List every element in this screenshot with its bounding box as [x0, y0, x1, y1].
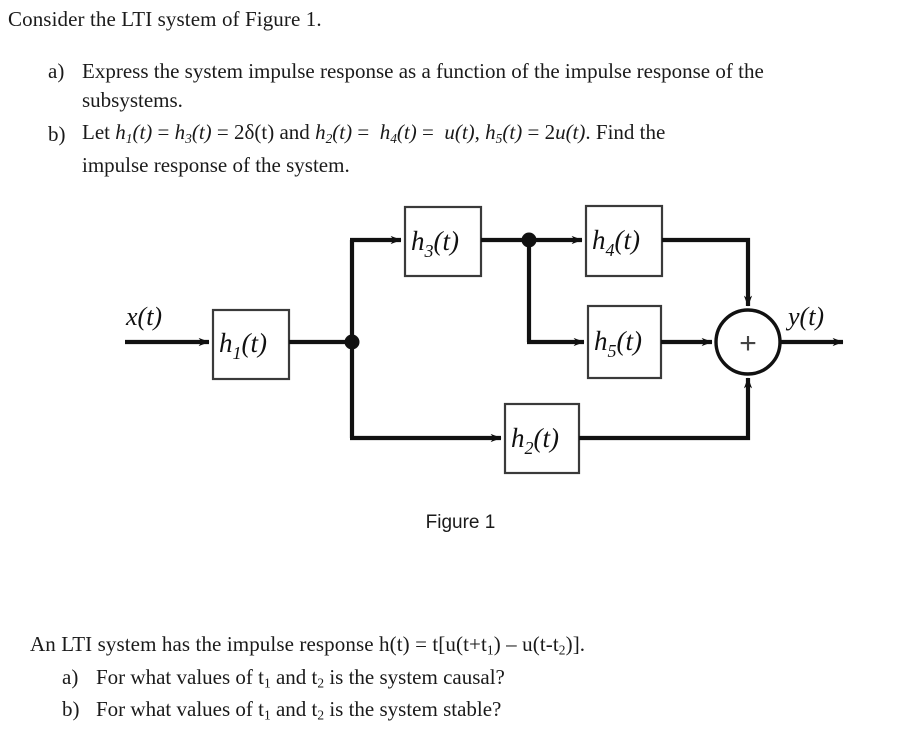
bottom-prompt-prefix: An LTI system has the impulse response h… — [30, 632, 487, 656]
eq-find-the: . Find the — [585, 120, 666, 144]
eq-equals-1: = — [152, 120, 175, 144]
question-b-bottom: For what values of t1 and t2 is the syst… — [96, 697, 501, 723]
list-marker-a-bottom: a) — [62, 665, 79, 689]
block-h2-label: h2(t) — [511, 423, 559, 458]
eq-h1-arg: (t) — [132, 120, 153, 144]
block-h5-label: h5(t) — [594, 326, 642, 361]
bottom-prompt-line: An LTI system has the impulse response h… — [30, 632, 585, 658]
block-h2 — [503, 402, 581, 475]
bottom-prompt-suffix: )]. — [565, 632, 586, 656]
list-marker-b-top: b) — [48, 122, 66, 146]
qa-sub-2: 2 — [317, 675, 325, 691]
block-h1 — [211, 308, 291, 381]
eq-h2-arg: (t) — [332, 120, 353, 144]
bottom-prompt-sub-1: 1 — [486, 642, 494, 658]
qa-sub-1: 1 — [263, 675, 271, 691]
qa-suffix: is the system causal? — [324, 665, 505, 689]
block-h3 — [403, 205, 483, 278]
question-a-top-line1: Express the system impulse response as a… — [82, 59, 764, 83]
eq-equals-3: = — [352, 120, 375, 144]
question-a-bottom: For what values of t1 and t2 is the syst… — [96, 665, 505, 691]
list-marker-b-bottom: b) — [62, 697, 80, 721]
question-a-top-line2: subsystems. — [82, 88, 183, 112]
input-signal-label: x(t) — [125, 302, 162, 331]
block-h3-label: h3(t) — [411, 226, 459, 261]
eq-two-u-of-t: 2u(t) — [544, 120, 586, 144]
block-h4-label: h4(t) — [592, 225, 640, 260]
eq-let: Let — [82, 120, 116, 144]
eq-h4: h4 — [379, 120, 397, 146]
eq-h5: h5 — [485, 120, 503, 146]
eq-equals-4: = — [416, 120, 440, 144]
eq-h3: h3 — [174, 120, 192, 146]
qb-sub-1: 1 — [263, 707, 271, 723]
block-diagram-figure-1: x(t) h1(t) h3(t) h4(t) h5(t) h2(t) + y(t… — [125, 204, 844, 475]
qb-suffix: is the system stable? — [324, 697, 502, 721]
eq-comma: , — [474, 120, 486, 144]
qa-mid: and t — [270, 665, 318, 689]
block-h1-label: h1(t) — [219, 328, 267, 363]
plus-icon: + — [739, 327, 757, 360]
bottom-prompt-mid: ) – u(t-t — [493, 632, 559, 656]
eq-h4-arg: (t) — [396, 120, 417, 144]
list-marker-a-top: a) — [48, 59, 65, 83]
eq-h1: h1 — [115, 120, 133, 146]
output-signal-label: y(t) — [785, 302, 824, 331]
figure-caption: Figure 1 — [425, 512, 496, 533]
eq-and: and — [274, 120, 316, 144]
eq-h5-arg: (t) — [502, 120, 523, 144]
intro-line: Consider the LTI system of Figure 1. — [8, 7, 322, 31]
eq-equals-2: = — [211, 120, 235, 144]
qb-prefix: For what values of t — [96, 697, 264, 721]
wire-h2-to-summer — [579, 377, 753, 441]
question-b-top-line2: impulse response of the system. — [82, 153, 350, 177]
eq-equals-5: = — [522, 120, 545, 144]
wire-h4-to-summer — [662, 237, 753, 307]
question-b-top-equation: Let h1(t) = h3(t) = 2δ(t) and h2(t) = h4… — [82, 120, 665, 147]
eq-two-delta: 2δ(t) — [234, 120, 275, 144]
qb-mid: and t — [270, 697, 318, 721]
eq-h2: h2 — [315, 120, 333, 146]
bottom-prompt-sub-2: 2 — [558, 642, 566, 658]
qb-sub-2: 2 — [317, 707, 325, 723]
qa-prefix: For what values of t — [96, 665, 264, 689]
eq-u-of-t: u(t) — [444, 120, 475, 144]
eq-h3-arg: (t) — [191, 120, 212, 144]
